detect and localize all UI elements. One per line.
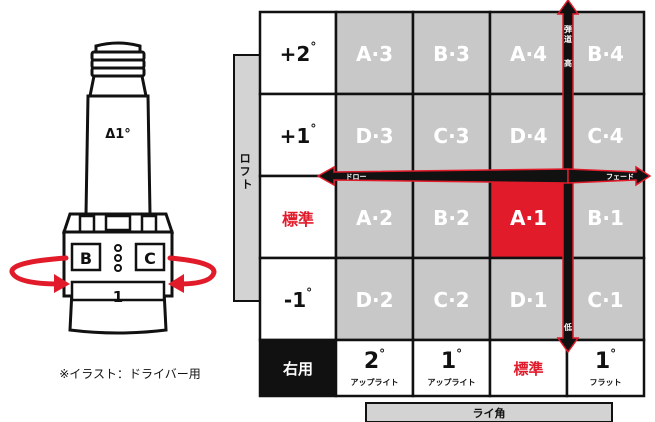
grid-cell: [334, 256, 415, 342]
arrow-down-label: 低: [563, 322, 572, 332]
rotate-left-arrowhead-icon: [54, 274, 70, 293]
rotate-right-arrowhead-icon: [168, 274, 184, 293]
col-header-cell: [565, 338, 646, 398]
arrow-right-icon: [567, 165, 652, 187]
grid-cell-label: D·1: [509, 288, 547, 312]
grid-cell-label: D·3: [355, 124, 393, 148]
arrow-right-label: フェード: [606, 173, 634, 181]
col-header-sublabel: アップライト: [351, 377, 399, 387]
row-header-label: +1°: [280, 122, 317, 148]
ring-label-1: 1: [113, 288, 123, 306]
grid-cell: [411, 10, 492, 96]
ring-dot: [114, 244, 122, 252]
col-header-sublabel: フラット: [590, 378, 622, 387]
hosel-cap: [94, 41, 142, 54]
grid-cell-label: C·4: [587, 124, 623, 148]
hosel-illustration: Δ1° B C 1: [9, 41, 217, 335]
ring-label-b: B: [80, 249, 92, 268]
row-header-cell: [258, 174, 338, 260]
rotate-left-arrow-icon: [9, 255, 69, 287]
col-header-sublabel: アップライト: [428, 377, 476, 387]
head-mark-text: Δ1°: [105, 127, 131, 142]
grid-cell: [488, 10, 569, 96]
rotate-right-arrow-icon: [167, 255, 217, 287]
ring-dot: [114, 254, 122, 262]
col-header-label: 標準: [513, 360, 543, 378]
ring-notch: [78, 214, 158, 234]
grid-cell-label: A·2: [356, 206, 393, 230]
arrow-up-label: 道: [564, 34, 572, 44]
grid-cell-label: A·4: [510, 42, 547, 66]
ring-top-lip: [61, 212, 175, 234]
grid-cell-label: B·3: [433, 42, 470, 66]
loft-axis-label: ロ フ ト: [240, 152, 255, 191]
hosel-body: [84, 94, 152, 216]
col-header-cell: [488, 338, 569, 398]
ring-dot: [114, 264, 122, 272]
grid-cell-label: A·1: [510, 206, 547, 230]
grid-cell-label: C·1: [587, 288, 623, 312]
grid-cell-label: B·4: [587, 42, 624, 66]
grid-cell-label: D·2: [355, 288, 393, 312]
arrow-up-label: 弾: [564, 24, 572, 34]
lie-axis-label: ライ角: [473, 406, 506, 420]
hosel-neck: [88, 74, 148, 98]
arrow-up-label: 高: [564, 58, 572, 68]
corner-label: 右用: [283, 360, 313, 378]
ring-frame-inner: [70, 242, 166, 272]
grid-cell-label: B·2: [433, 206, 470, 230]
lie-axis-bar: [365, 402, 613, 422]
grid-cell: [488, 92, 569, 178]
arrow-left-label: ドロー: [346, 173, 367, 181]
ring-label-c: C: [144, 249, 156, 268]
grid-cell: [565, 10, 646, 96]
grid-cell-label: D·4: [509, 124, 547, 148]
illustration-caption: ※イラスト：ドライバー用: [59, 367, 201, 381]
adjustment-grid: +2° A·3 B·3 A·4 B·4 +1° D·3 C·3 D·4 C·4 標準 A·2 B·2 A·…: [258, 10, 646, 398]
grid-cell-label: C·3: [433, 124, 469, 148]
grid-cell-label: A·3: [356, 42, 393, 66]
row-header-label: 標準: [282, 210, 314, 229]
row-header-cell: [258, 92, 338, 178]
ring-bottom-band: [70, 280, 166, 302]
col-header-cell: [334, 338, 415, 398]
grid-cell-label: C·2: [433, 288, 469, 312]
row-header-label: +2°: [280, 40, 317, 66]
row-header-cell: [258, 256, 338, 342]
grid-cell-label: B·1: [587, 206, 624, 230]
